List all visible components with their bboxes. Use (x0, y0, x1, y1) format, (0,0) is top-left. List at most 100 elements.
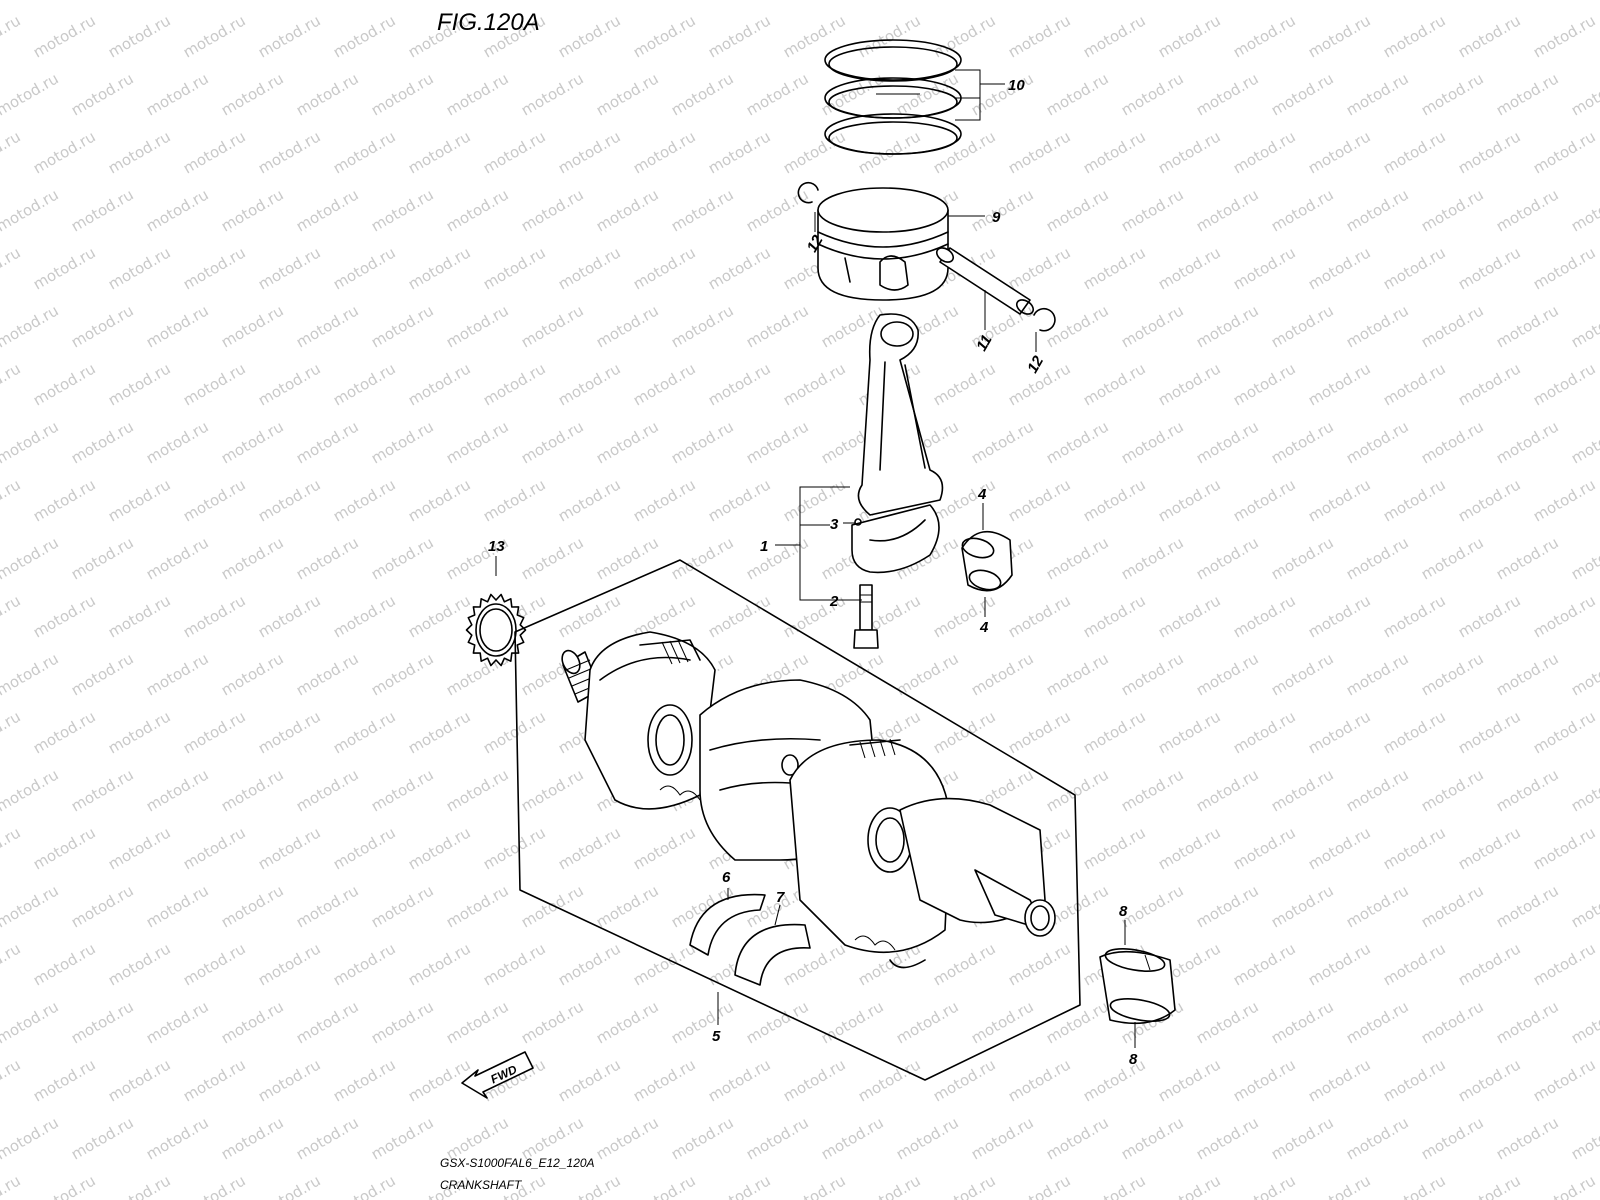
watermark-text: motod.ru (818, 1113, 887, 1163)
watermark-text: motod.ru (405, 359, 474, 409)
watermark-text: motod.ru (668, 301, 737, 351)
watermark-text: motod.ru (1155, 243, 1224, 293)
watermark-text: motod.ru (30, 1055, 99, 1105)
callout-5: 5 (712, 1028, 721, 1045)
watermark-text: motod.ru (593, 301, 662, 351)
watermark-text: motod.ru (1380, 1055, 1449, 1105)
watermark-text: motod.ru (743, 185, 812, 235)
watermark-text: motod.ru (705, 475, 774, 525)
watermark-text: motod.ru (68, 881, 137, 931)
crank-sprocket-illustration (465, 593, 527, 667)
watermark-text: motod.ru (105, 359, 174, 409)
callout-4-top: 4 (977, 486, 987, 503)
leader-10 (955, 69, 1005, 121)
watermark-text: motod.ru (1305, 475, 1374, 525)
watermark-text: motod.ru (1193, 185, 1262, 235)
watermark-text: motod.ru (293, 533, 362, 583)
watermark-text: motod.ru (30, 127, 99, 177)
watermark-text: motod.ru (743, 1113, 812, 1163)
piston-illustration (817, 187, 949, 301)
watermark-text: motod.ru (180, 127, 249, 177)
watermark-text: motod.ru (893, 0, 962, 3)
watermark-text: motod.ru (480, 707, 549, 757)
watermark-text: motod.ru (1305, 127, 1374, 177)
watermark-text: motod.ru (968, 185, 1037, 235)
watermark-text: motod.ru (68, 533, 137, 583)
watermark-text: motod.ru (968, 1113, 1037, 1163)
watermark-text: motod.ru (893, 997, 962, 1047)
watermark-text: motod.ru (68, 1113, 137, 1163)
watermark-text: motod.ru (293, 185, 362, 235)
watermark-text: motod.ru (743, 417, 812, 467)
callout-13: 13 (488, 538, 505, 555)
watermark-text: motod.ru (405, 707, 474, 757)
watermark-text: motod.ru (1530, 1055, 1599, 1105)
callout-12-right: 12 (1024, 353, 1047, 377)
watermark-text: motod.ru (1155, 1171, 1224, 1200)
figure-caption: CRANKSHAFT (440, 1178, 523, 1192)
watermark-text: motod.ru (1380, 823, 1449, 873)
watermark-text: motod.ru (218, 881, 287, 931)
watermark-text: motod.ru (1305, 939, 1374, 989)
watermark-text: motod.ru (1268, 69, 1337, 119)
watermark-text: motod.ru (855, 1171, 924, 1200)
watermark-text: motod.ru (1118, 533, 1187, 583)
watermark-text: motod.ru (1493, 301, 1562, 351)
callout-3: 3 (830, 516, 839, 533)
watermark-text: motod.ru (68, 301, 137, 351)
watermark-text: motod.ru (330, 823, 399, 873)
watermark-text: motod.ru (1118, 417, 1187, 467)
watermark-text: motod.ru (1343, 301, 1412, 351)
watermark-text: motod.ru (68, 765, 137, 815)
watermark-text: motod.ru (0, 1055, 24, 1105)
conrod-bolt-illustration (853, 584, 879, 649)
watermark-text: motod.ru (930, 1055, 999, 1105)
watermark-text: motod.ru (1080, 1055, 1149, 1105)
watermark-text: motod.ru (293, 997, 362, 1047)
watermark-text: motod.ru (0, 475, 24, 525)
watermark-text: motod.ru (1380, 127, 1449, 177)
watermark-text: motod.ru (30, 243, 99, 293)
watermark-text: motod.ru (1118, 1113, 1187, 1163)
watermark-text: motod.ru (1193, 881, 1262, 931)
watermark-text: motod.ru (68, 185, 137, 235)
watermark-text: motod.ru (1080, 1171, 1149, 1200)
watermark-text: motod.ru (593, 997, 662, 1047)
watermark-text: motod.ru (593, 69, 662, 119)
watermark-text: motod.ru (1380, 1171, 1449, 1200)
watermark-text: motod.ru (30, 823, 99, 873)
watermark-text: motod.ru (105, 11, 174, 61)
watermark-text: motod.ru (405, 243, 474, 293)
watermark-text: motod.ru (1418, 881, 1487, 931)
watermark-text: motod.ru (518, 765, 587, 815)
watermark-text: motod.ru (255, 243, 324, 293)
watermark-text: motod.ru (1043, 649, 1112, 699)
watermark-text: motod.ru (1230, 1171, 1299, 1200)
watermark-text: motod.ru (105, 823, 174, 873)
watermark-text: motod.ru (1493, 185, 1562, 235)
watermark-text: motod.ru (180, 591, 249, 641)
watermark-text: motod.ru (1418, 69, 1487, 119)
watermark-text: motod.ru (1193, 69, 1262, 119)
watermark-text: motod.ru (368, 301, 437, 351)
watermark-text: motod.ru (293, 417, 362, 467)
watermark-text: motod.ru (555, 359, 624, 409)
watermark-text: motod.ru (630, 127, 699, 177)
watermark-text: motod.ru (1530, 707, 1599, 757)
watermark-text: motod.ru (705, 591, 774, 641)
watermark-text: motod.ru (1155, 707, 1224, 757)
leader-1 (775, 486, 850, 601)
watermark-text: motod.ru (443, 301, 512, 351)
watermark-text: motod.ru (1230, 591, 1299, 641)
watermark-text: motod.ru (405, 591, 474, 641)
watermark-text: motod.ru (705, 1171, 774, 1200)
callout-layer: 10 9 12 11 12 1 3 2 4 4 13 6 7 5 8 8 (488, 77, 1138, 1068)
watermark-text: motod.ru (668, 533, 737, 583)
watermark-text: motod.ru (218, 997, 287, 1047)
watermark-text: motod.ru (780, 127, 849, 177)
callout-1: 1 (760, 538, 768, 555)
watermark-text: motod.ru (68, 649, 137, 699)
watermark-text: motod.ru (480, 359, 549, 409)
watermark-text: motod.ru (443, 417, 512, 467)
